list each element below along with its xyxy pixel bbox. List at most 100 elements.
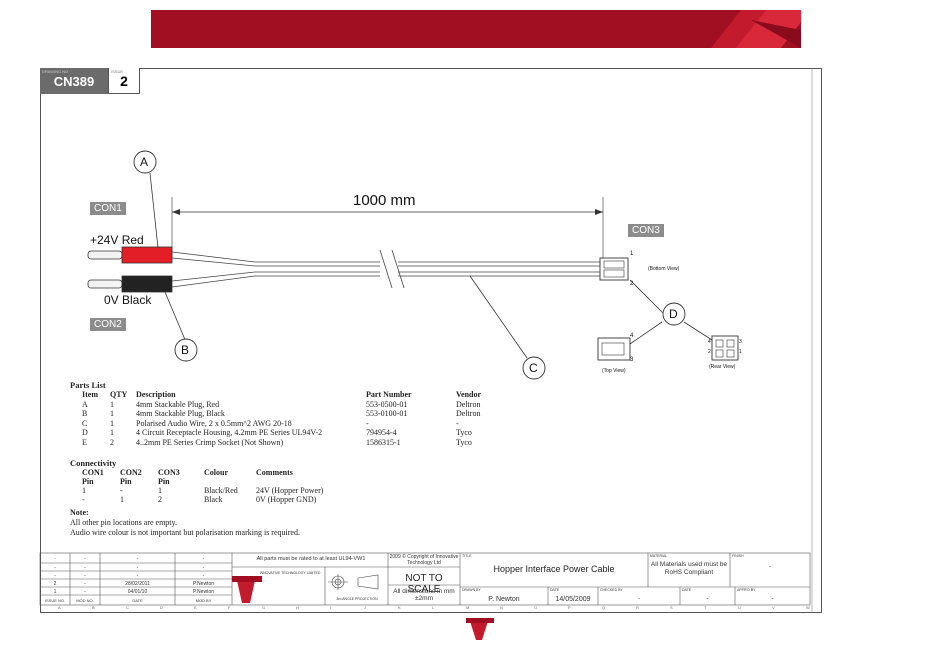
rear-view-label: (Rear View) (709, 364, 736, 370)
table-cell: 794954-4 (366, 428, 397, 438)
dimension-label: 1000 mm (353, 192, 416, 209)
rev-header-mod-by: MOD BY (195, 598, 212, 603)
date2-value: - (706, 596, 709, 602)
rev-cell: - (84, 565, 86, 571)
checked-by-label: CHECKED BY (600, 588, 623, 592)
black-plug-pin (87, 279, 123, 289)
notes-title: Note: (70, 508, 89, 517)
date2-label: DATE (682, 588, 692, 592)
rev-cell: - (202, 556, 205, 562)
rev-cell: - (202, 565, 205, 571)
drawing-issue-value: 2 (120, 72, 128, 89)
bottom-view-label: (Bottom View) (648, 266, 680, 272)
grid-reference-row: A B C D E F G H I J K L M N O P Q R S T … (40, 605, 822, 613)
grid-letter: E (194, 605, 197, 610)
conn-header-colour: Colour (204, 468, 228, 477)
conn-header-comments: Comments (256, 468, 293, 477)
leader-d-rear (683, 321, 713, 341)
table-cell: Deltron (456, 409, 481, 419)
rear-view-pin3-label: 3 (739, 339, 742, 345)
rear-cavity-2 (715, 349, 724, 358)
grid-letter: H (296, 605, 299, 610)
callout-d-circle (662, 302, 686, 326)
grid-letter: B (92, 605, 95, 610)
table-cell: 1 (110, 409, 114, 419)
grid-letter: M (466, 605, 470, 610)
leader-d-con3 (629, 279, 666, 316)
wire-red-lower (171, 257, 380, 267)
date-value: 14/05/2009 (555, 596, 591, 603)
materials-note: All Materials used must be RoHS Complian… (650, 561, 728, 576)
table-cell: C (82, 418, 88, 428)
table-cell: 4mm Stackable Plug, Black (136, 409, 225, 419)
drawing-code-box: DRAWING NO CN389 ISSUE 2 (40, 68, 140, 94)
drawing-code-value: CN389 (53, 73, 95, 89)
table-cell: 1 (110, 428, 114, 438)
grid-letter: G (262, 605, 266, 610)
rev-cell: - (84, 573, 86, 579)
approved-by-label: APPR'D BY (737, 588, 756, 592)
table-row: - 1 2 Black 0V (Hopper GND) (70, 495, 356, 504)
callout-c-label: C (529, 361, 538, 375)
title-field-label: TITLE (462, 554, 472, 558)
drawing-issue: ISSUE 2 (108, 68, 140, 94)
wire-red-label: +24V Red (90, 233, 144, 247)
title-block: - - - - - - - - - - - - 2 - 28/02/2011 P… (40, 553, 810, 605)
rev-header-mod: MOD NO. (76, 598, 94, 603)
grid-letter: P (568, 605, 571, 610)
company-name: INNOVATIVE TECHNOLOGY LIMITED (259, 571, 321, 575)
parts-header-description: Description (136, 390, 176, 399)
footer-logo-icon (466, 618, 494, 640)
conn-header-con3: CON3 (158, 468, 180, 477)
table-cell: 1 (82, 486, 86, 495)
parts-header-vendor: Vendor (456, 390, 482, 399)
table-cell: Black (204, 495, 223, 504)
callout-b-circle (174, 338, 198, 362)
wire-black-lower (171, 275, 380, 288)
rev-cell: - (84, 589, 86, 595)
grid-letter: V (772, 605, 775, 610)
red-plug-body (121, 246, 173, 264)
callout-d-label: D (669, 307, 678, 321)
note-line: All other pin locations are empty. (70, 518, 178, 527)
leader-b (164, 291, 187, 343)
grid-letter: L (432, 605, 435, 610)
parts-list-title: Parts List (70, 380, 106, 390)
callout-c-circle (522, 356, 546, 380)
grid-letter: T (704, 605, 707, 610)
grid-letter: U (738, 605, 741, 610)
table-cell: - (82, 495, 85, 504)
rear-cavity-1 (726, 349, 735, 358)
drawing-title: Hopper Interface Power Cable (493, 564, 615, 574)
black-plug-body (121, 275, 173, 293)
table-cell: E (82, 437, 87, 447)
rev-cell: - (136, 556, 139, 562)
drawing-sheet (40, 68, 822, 613)
table-cell: Tyco (456, 437, 472, 447)
grid-letter: I (330, 605, 332, 610)
note-line: Audio wire colour is not important but p… (70, 528, 300, 537)
top-view-pin3-label: 3 (630, 357, 634, 363)
grid-letter: J (364, 605, 366, 610)
rear-cavity-4 (715, 339, 724, 348)
notes: Note: All other pin locations are empty.… (70, 508, 300, 538)
top-view-latch (601, 342, 625, 356)
connectivity-header: CON1 CON2 CON3 Colour Comments (70, 468, 356, 477)
table-row: C 1 Polarised Audio Wire, 2 x 0.5mm^2 AW… (70, 419, 506, 429)
scale-label: NOT TO SCALE (405, 573, 443, 595)
leader-d-top (629, 321, 663, 345)
wire-black-label: 0V Black (104, 293, 152, 307)
rev-cell: - (136, 565, 139, 571)
table-cell: 1 (110, 399, 114, 409)
grid-letter: O (534, 605, 538, 610)
table-cell: 4..2mm PE Series Crimp Socket (Not Shown… (136, 437, 284, 447)
approved-by-value: - (771, 596, 774, 602)
callout-a-label: A (140, 155, 149, 169)
connectivity-title: Connectivity (70, 458, 117, 468)
rev-cell: 2 (53, 581, 57, 587)
table-row: 1 - 1 Black/Red 24V (Hopper Power) (70, 486, 356, 495)
callout-a-circle (133, 150, 157, 174)
table-cell: D (82, 428, 88, 438)
con3-pin1-label: 1 (630, 251, 634, 257)
